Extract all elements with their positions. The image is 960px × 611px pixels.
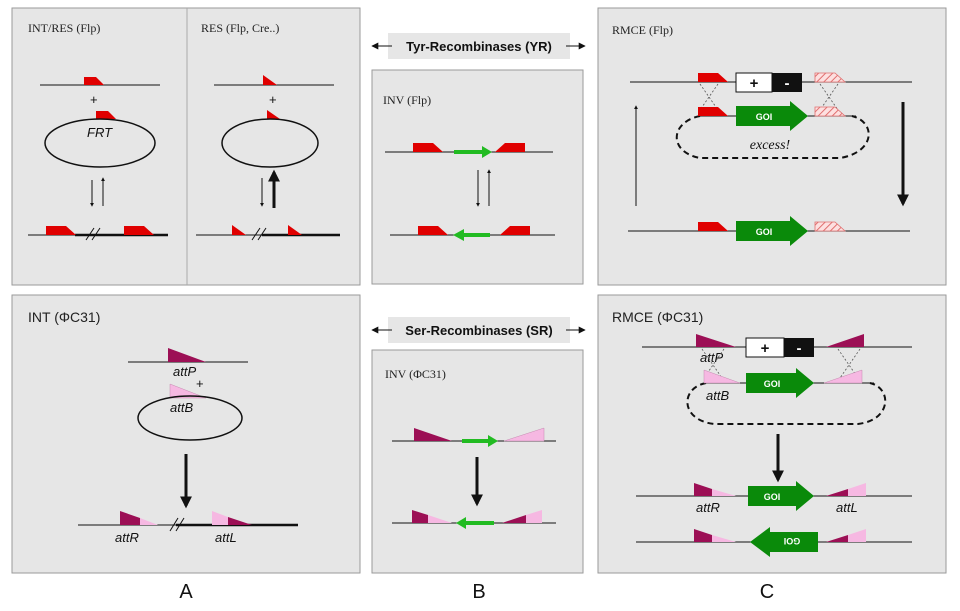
panel-int-res-flp: [11, 7, 361, 286]
attR-site-icon: [120, 511, 140, 525]
attL-site-icon: [826, 535, 848, 542]
orientation-arrow-icon: [456, 517, 466, 529]
attP-label: attP: [700, 350, 723, 365]
attR-site-icon: [694, 483, 712, 496]
attL-site-icon: [826, 489, 848, 496]
goi-label: GOI: [756, 112, 773, 122]
frt-site-icon: [698, 107, 728, 116]
goi-arrow-icon: [748, 481, 814, 511]
rmce-flp-diagram: + - GOI excess! GOI: [628, 72, 912, 246]
attL-site-icon: [212, 511, 228, 525]
inv-flp-diagram: [385, 143, 555, 241]
goi-arrow-icon: [736, 101, 808, 131]
frt-site-icon: [46, 226, 76, 235]
minus-marker: [784, 338, 814, 357]
svg-text:+: +: [196, 376, 204, 391]
attL-site-icon: [502, 515, 526, 523]
section-label-b: B: [472, 581, 485, 603]
lox-site-icon: [232, 225, 246, 235]
goi-label: GOI: [764, 379, 781, 389]
plasmid-circle: [221, 118, 319, 168]
orientation-arrow-icon: [488, 435, 498, 447]
attB-label: attB: [170, 400, 193, 415]
rmce-phic31-diagram: + - attP GOI attB GOI attR attL GOI: [636, 334, 912, 557]
attB-label: attB: [706, 388, 729, 403]
frt-site-icon: [698, 73, 728, 82]
attB-site-icon: [703, 369, 741, 384]
minus-marker: [772, 73, 802, 92]
frt-label: FRT: [87, 125, 113, 140]
excess-circle: [686, 382, 887, 425]
res-diagram: +: [196, 75, 340, 241]
inv-phic31-diagram: [392, 427, 556, 529]
attP-label: attP: [173, 364, 196, 379]
excess-circle: [675, 115, 870, 159]
attR-site-icon: [412, 510, 428, 523]
title-inv-phic31: INV (ΦC31): [385, 367, 446, 381]
lox-site-icon: [267, 110, 280, 119]
plasmid-circle: [44, 118, 156, 168]
attP-site-icon: [696, 334, 736, 347]
svg-text:+: +: [750, 75, 759, 92]
frt-site-icon: [495, 143, 525, 152]
lox-site-icon: [263, 75, 277, 85]
panel-rmce-phic31: [597, 294, 947, 574]
header-ser-label: Ser-Recombinases (SR): [405, 323, 552, 338]
goi-arrow-icon: [746, 368, 814, 398]
title-inv-flp: INV (Flp): [383, 93, 431, 107]
frt-site-icon: [124, 226, 154, 235]
svg-text:-: -: [797, 340, 802, 357]
goi-inverted-label: GOI: [784, 536, 801, 546]
mutant-frt-icon: [814, 106, 847, 117]
frt-site-icon: [418, 226, 448, 235]
title-int-phic31: INT (ΦC31): [28, 309, 100, 325]
attL-label: attL: [215, 530, 237, 545]
title-res-flp-cre: RES (Flp, Cre..): [201, 21, 279, 35]
section-label-c: C: [760, 581, 774, 603]
frt-site-icon: [413, 143, 443, 152]
panel-int-phic31: [11, 294, 361, 574]
attR-site-icon: [694, 529, 712, 542]
frt-site-icon: [500, 226, 530, 235]
attB-site-icon: [823, 369, 863, 384]
header-tyr-label: Tyr-Recombinases (YR): [406, 39, 552, 54]
lox-site-icon: [288, 225, 302, 235]
svg-text:+: +: [269, 92, 277, 107]
excess-label: excess!: [750, 138, 791, 153]
section-label-a: A: [179, 581, 193, 603]
goi-label: GOI: [756, 227, 773, 237]
frt-site-icon: [96, 111, 116, 119]
attP-site-icon: [826, 334, 864, 347]
attP-site-icon: [414, 428, 452, 441]
attP-site-icon: [168, 348, 206, 362]
svg-text:+: +: [761, 340, 770, 357]
int-phic31-diagram: attP + attB attR attL: [78, 348, 298, 545]
header-tyr: Tyr-Recombinases (YR): [371, 33, 586, 59]
svg-text:-: -: [785, 75, 790, 92]
attR-label: attR: [115, 530, 139, 545]
svg-text:+: +: [90, 92, 98, 107]
header-ser: Ser-Recombinases (SR): [371, 317, 586, 343]
mutant-frt-icon: [814, 72, 847, 83]
frt-site-icon: [698, 222, 728, 231]
goi-arrow-icon: [750, 527, 818, 557]
attB-site-icon: [169, 383, 207, 399]
orientation-arrow-icon: [453, 229, 464, 241]
attR-label: attR: [696, 500, 720, 515]
attB-site-icon: [503, 427, 545, 442]
orientation-arrow-icon: [482, 146, 492, 158]
goi-arrow-icon: [736, 216, 808, 246]
title-int-res-flp: INT/RES (Flp): [28, 21, 100, 35]
int-res-diagram: + FRT: [28, 77, 168, 241]
title-rmce-flp: RMCE (Flp): [612, 23, 673, 37]
plasmid-circle: [137, 395, 243, 441]
mutant-frt-icon: [814, 221, 847, 232]
title-rmce-phic31: RMCE (ΦC31): [612, 309, 703, 325]
frt-site-icon: [84, 77, 104, 85]
goi-label: GOI: [764, 492, 781, 502]
attL-label: attL: [836, 500, 858, 515]
